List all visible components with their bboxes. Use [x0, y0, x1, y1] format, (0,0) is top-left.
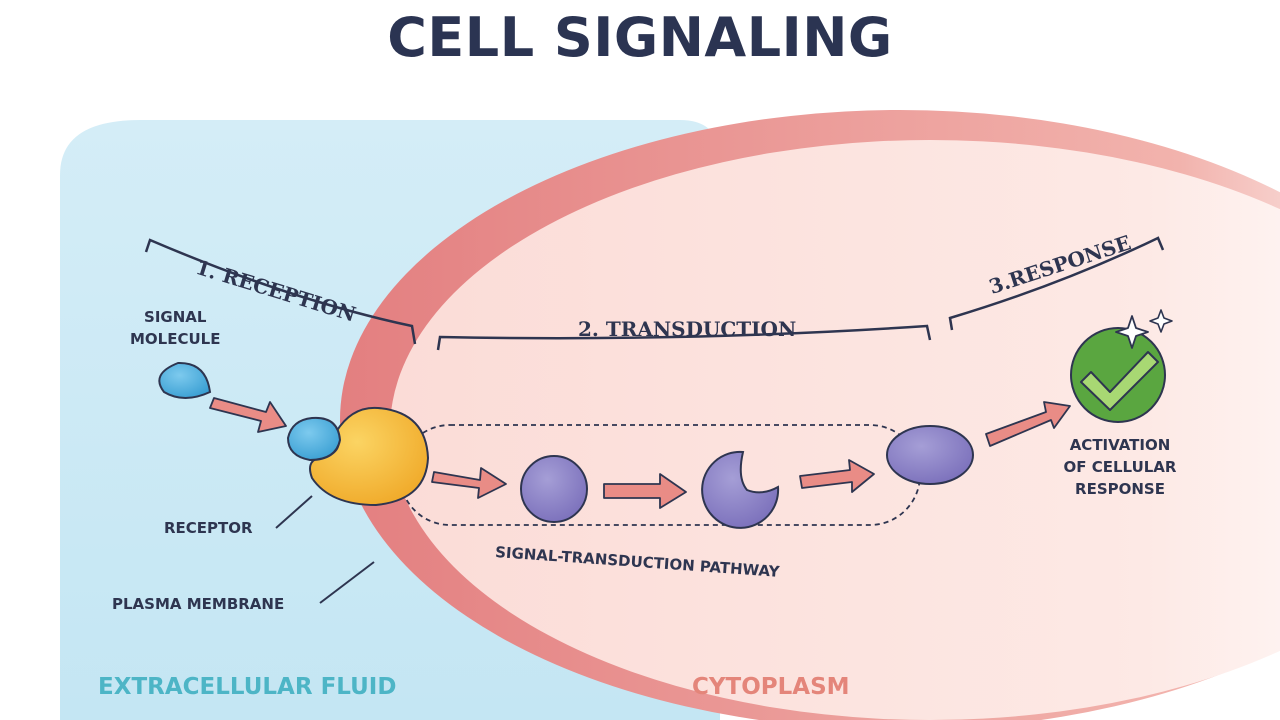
arrow-to-receptor: [209, 397, 287, 433]
receptor-pointer-line: [275, 495, 313, 529]
checkmark-icon: [1080, 351, 1159, 411]
signal-molecule-icon: [158, 361, 212, 399]
arrow-to-response: [985, 401, 1071, 447]
bound-signal-molecule-icon: [286, 416, 342, 462]
relay-protein-2-icon: [701, 450, 780, 529]
relay-protein-3-icon: [886, 425, 974, 485]
sparkle-icon-small: [1149, 309, 1173, 333]
signal-molecule-label: SIGNAL MOLECULE: [130, 308, 221, 348]
relay-protein-1-icon: [520, 455, 588, 523]
extracellular-fluid-label: EXTRACELLULAR FLUID: [98, 674, 397, 700]
receptor-label: RECEPTOR: [164, 519, 253, 537]
activation-label: ACTIVATION OF CELLULAR RESPONSE: [1063, 436, 1177, 498]
transduction-bracket: [436, 324, 932, 351]
check-circle-icon: [1070, 327, 1166, 423]
sparkle-icon-large: [1115, 315, 1149, 349]
page-title: CELL SIGNALING: [387, 6, 893, 69]
arrow-to-protein-2: [603, 473, 687, 509]
transduction-label: 2. TRANSDUCTION: [578, 317, 797, 341]
cytoplasm-label: CYTOPLASM: [692, 674, 850, 700]
arrow-to-protein-3: [799, 459, 875, 493]
response-bracket: [948, 236, 1165, 331]
arrow-to-protein-1: [431, 467, 507, 499]
reception-bracket: [144, 238, 417, 345]
membrane-pointer-line: [319, 561, 375, 604]
cytoplasm-region: [390, 140, 1280, 720]
plasma-membrane-label: PLASMA MEMBRANE: [112, 595, 285, 613]
